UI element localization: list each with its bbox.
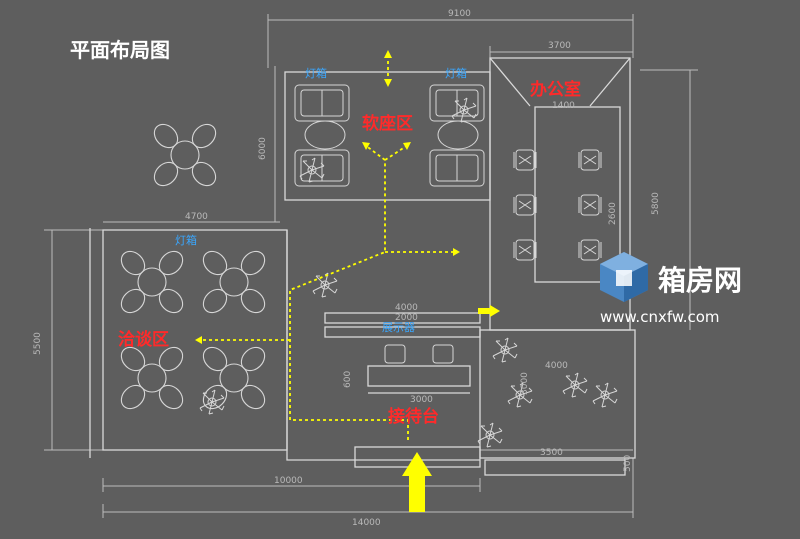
sofa-icon: [294, 84, 350, 122]
chair-cluster-icon: [198, 342, 270, 414]
dim-label: 4700: [185, 212, 208, 222]
chair-cluster-icon: [149, 119, 221, 191]
dim-label: 3700: [548, 41, 571, 51]
dimension-lines: [44, 14, 698, 518]
office-chair-icon: [578, 194, 602, 216]
dim-label: 9100: [448, 9, 471, 19]
dim-label: 1400: [552, 101, 575, 111]
watermark-name: 箱房网: [658, 264, 742, 297]
office-chair-icon: [578, 149, 602, 171]
plant-icon: [592, 382, 618, 408]
dim-label: 500: [623, 455, 633, 472]
zone-negotiation: 洽谈区: [118, 329, 169, 350]
sofa-icon: [294, 149, 350, 187]
chair-cluster-icon: [116, 342, 188, 414]
arrow-icon: [490, 305, 500, 317]
dim-label: 2600: [608, 202, 618, 225]
watermark-url: www.cnxfw.com: [600, 308, 720, 326]
lightbox-label: 灯箱: [445, 66, 467, 80]
plant-icon: [477, 422, 503, 448]
dim-label: 10000: [274, 476, 303, 486]
arrow-icon: [478, 308, 492, 314]
dim-label: 600: [343, 371, 353, 388]
dim-label: 3000: [410, 395, 433, 405]
page-title: 平面布局图: [70, 38, 170, 62]
zone-reception: 接待台: [388, 406, 439, 427]
flow-path: [200, 55, 455, 440]
office-chair-icon: [578, 239, 602, 261]
chair-cluster-icon: [116, 246, 188, 318]
plant-icon: [299, 157, 325, 183]
dim-label: 5800: [651, 192, 661, 215]
zone-office: 办公室: [530, 79, 581, 100]
dim-label: 3500: [540, 448, 563, 458]
dim-label: 14000: [352, 518, 381, 528]
sofa-icon: [429, 149, 485, 187]
dim-label: 4000: [395, 303, 418, 313]
office-chair-icon: [513, 149, 537, 171]
dim-label: 6000: [258, 137, 268, 160]
coffee-table: [304, 120, 346, 150]
dim-label: 3000: [520, 372, 530, 395]
coffee-table: [437, 120, 479, 150]
lightbox-label: 灯箱: [305, 66, 327, 80]
flow-arrowheads: [195, 50, 500, 512]
plant-icon: [312, 272, 338, 298]
reception-chair-icon: [384, 344, 406, 364]
plant-icon: [492, 337, 518, 363]
office-chair-icon: [513, 194, 537, 216]
chair-cluster-icon: [198, 246, 270, 318]
plant-icon: [451, 97, 477, 123]
dim-label: 4000: [545, 361, 568, 371]
zone-soft-seating: 软座区: [362, 113, 413, 134]
office-chair-icon: [513, 239, 537, 261]
walls: [89, 57, 636, 476]
entrance-arrow-icon: [402, 452, 432, 512]
watermark: 箱房网 www.cnxfw.com: [600, 252, 742, 326]
reception-chair-icon: [432, 344, 454, 364]
plant-icon: [562, 372, 588, 398]
dim-label: 2000: [395, 313, 418, 323]
display-counter-label: 展示器: [382, 321, 415, 334]
logo-cube-icon: [600, 252, 648, 302]
dim-label: 5500: [33, 332, 43, 355]
furniture: [116, 84, 618, 448]
lightbox-label: 灯箱: [175, 233, 197, 247]
